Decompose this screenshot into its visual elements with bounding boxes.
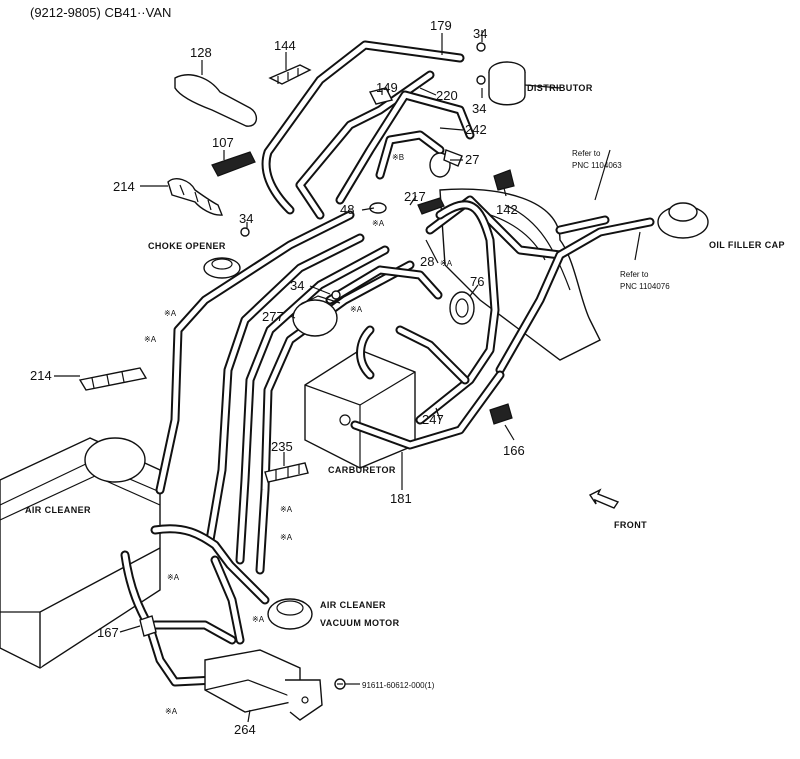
part-number-34: 34 — [290, 278, 304, 293]
part-48-check-valve — [369, 202, 387, 214]
part-149-tee — [368, 87, 394, 105]
part-number-214: 214 — [30, 368, 52, 383]
air-cleaner-vacuum-motor — [267, 598, 313, 630]
part-number-128: 128 — [190, 45, 212, 60]
part-number-220: 220 — [436, 88, 458, 103]
refer-to-label-a-line1: Refer to — [572, 149, 601, 158]
hose-tag: ※A — [350, 305, 363, 314]
refer-to-label-b-line1: Refer to — [620, 270, 649, 279]
part-144-clamp — [268, 64, 312, 85]
part-number-242: 242 — [465, 122, 487, 137]
part-number-142: 142 — [496, 202, 518, 217]
air-cleaner-vacuum-motor-label-line2: VACUUM MOTOR — [320, 618, 400, 628]
part-217-connector — [417, 197, 445, 215]
part-number-264: 264 — [234, 722, 256, 737]
hose-tag: ※A — [440, 259, 453, 268]
part-number-214: 214 — [113, 179, 135, 194]
refer-to-label-b-line2: PNC 1104076 — [620, 282, 670, 291]
part-number-34: 34 — [239, 211, 253, 226]
front-label: FRONT — [614, 520, 647, 530]
part-number-247: 247 — [422, 412, 444, 427]
distributor-label: DISTRIBUTOR — [527, 83, 593, 93]
vacuum-hoses — [120, 40, 655, 687]
bolt-icon — [334, 678, 346, 690]
distributor-diaphragm — [488, 61, 561, 106]
part-number-34: 34 — [473, 26, 487, 41]
part-167-connector — [139, 615, 157, 637]
part-number-167: 167 — [97, 625, 119, 640]
part-number-181: 181 — [390, 491, 412, 506]
hose-tag: ※A — [165, 707, 178, 716]
part-107-clamp — [211, 151, 256, 177]
part-number-235: 235 — [271, 439, 293, 454]
part-214-clamp-lower — [78, 367, 148, 391]
part-128-bracket — [174, 74, 257, 127]
part-76-valve — [449, 291, 475, 325]
part-264-vsv-assembly — [204, 649, 323, 721]
hose-tag: ※A — [167, 573, 180, 582]
air-cleaner-housing — [0, 437, 161, 669]
part-214-clamp-upper — [167, 178, 223, 216]
part-number-149: 149 — [376, 80, 398, 95]
choke-opener — [203, 257, 241, 279]
hose-tag: ※A — [280, 533, 293, 542]
part-142-connector — [493, 169, 515, 191]
hose-tag: ※A — [372, 219, 385, 228]
part-number-217: 217 — [404, 189, 426, 204]
hose-tag: ※A — [252, 615, 265, 624]
air-cleaner-vacuum-motor-label-line1: AIR CLEANER — [320, 600, 386, 610]
part-number-28: 28 — [420, 254, 434, 269]
part-number-76: 76 — [470, 274, 484, 289]
part-number-27: 27 — [465, 152, 479, 167]
leader-lines — [54, 30, 641, 723]
oil-filler-cap — [657, 202, 709, 239]
bolt-part-number-label: 91611-60612-000(1) — [362, 681, 435, 690]
part-166-connector — [489, 403, 513, 425]
part-number-277: 277 — [262, 309, 284, 324]
hose-tag: ※A — [164, 309, 177, 318]
air-cleaner-label: AIR CLEANER — [25, 505, 91, 515]
carburetor-label: CARBURETOR — [328, 465, 396, 475]
part-number-107: 107 — [212, 135, 234, 150]
refer-to-label-a-line2: PNC 1104063 — [572, 161, 622, 170]
part-number-34: 34 — [472, 101, 486, 116]
hose-tag: ※A — [280, 505, 293, 514]
choke-opener-label: CHOKE OPENER — [148, 241, 226, 251]
part-number-179: 179 — [430, 18, 452, 33]
part-number-166: 166 — [503, 443, 525, 458]
oil-filler-cap-label: OIL FILLER CAP — [709, 240, 785, 250]
part-34-clips — [240, 42, 486, 300]
header-text: (9212-9805) CB41··VAN — [30, 5, 171, 20]
part-235-clamp — [264, 462, 309, 483]
hose-tag: ※A — [144, 335, 157, 344]
part-number-48: 48 — [340, 202, 354, 217]
part-27-valve — [429, 149, 463, 178]
front-arrow-icon — [588, 488, 620, 509]
part-277-vacuum-unit — [292, 295, 341, 337]
part-number-144: 144 — [274, 38, 296, 53]
hose-tag: ※B — [392, 153, 404, 162]
